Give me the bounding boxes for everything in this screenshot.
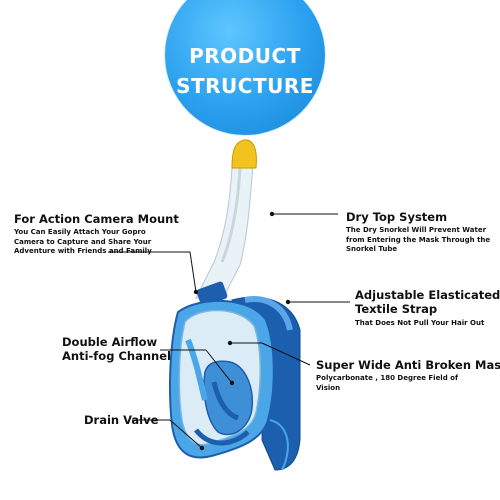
strap-heading-1: Adjustable Elasticated (355, 288, 500, 302)
leader-camera-dot (193, 289, 199, 295)
strap-sub: That Does Not Pull Your Hair Out (355, 319, 485, 327)
annotation-dry-top: Dry Top System The Dry Snorkel Will Prev… (346, 210, 490, 255)
camera-mount-line-2: Camera to Capture and Share Your (14, 237, 152, 246)
airflow-heading-1: Double Airflow (62, 335, 158, 349)
annotation-strap: Adjustable Elasticated Textile Strap Tha… (355, 288, 500, 329)
dry-top-line-3: Snorkel Tube (346, 245, 398, 253)
strap-heading-2: Textile Strap (355, 302, 438, 316)
mask-heading: Super Wide Anti Broken Mask (316, 358, 500, 372)
annotation-airflow: Double Airflow Anti-fog Channel (62, 335, 171, 363)
camera-mount-heading: For Action Camera Mount (14, 212, 179, 226)
title-line-2: STRUCTURE (176, 74, 314, 98)
camera-mount-line-1: You Can Easily Attach Your Gopro (14, 228, 146, 236)
annotation-mask: Super Wide Anti Broken Mask Polycarbonat… (316, 358, 500, 393)
camera-mount-line-3: Adventure with Friends and Family (14, 247, 152, 255)
airflow-heading-2: Anti-fog Channel (62, 349, 171, 363)
dry-top-tip (231, 139, 257, 169)
mask-line-2: Vision (316, 383, 341, 392)
annotation-camera-mount: For Action Camera Mount You Can Easily A… (14, 212, 179, 257)
drain-heading: Drain Valve (84, 413, 159, 427)
title-badge: PRODUCT STRUCTURE (165, 0, 325, 135)
dry-top-line-2: from Entering the Mask Through the (346, 235, 491, 244)
annotation-drain-valve: Drain Valve (84, 413, 158, 427)
dry-top-line-1: The Dry Snorkel Will Prevent Water (346, 226, 487, 234)
dry-top-heading: Dry Top System (346, 210, 448, 224)
mask-line-1: Polycarbonate , 180 Degree Field of (316, 374, 459, 382)
mouth-piece (203, 360, 254, 436)
title-line-1: PRODUCT (189, 44, 301, 68)
